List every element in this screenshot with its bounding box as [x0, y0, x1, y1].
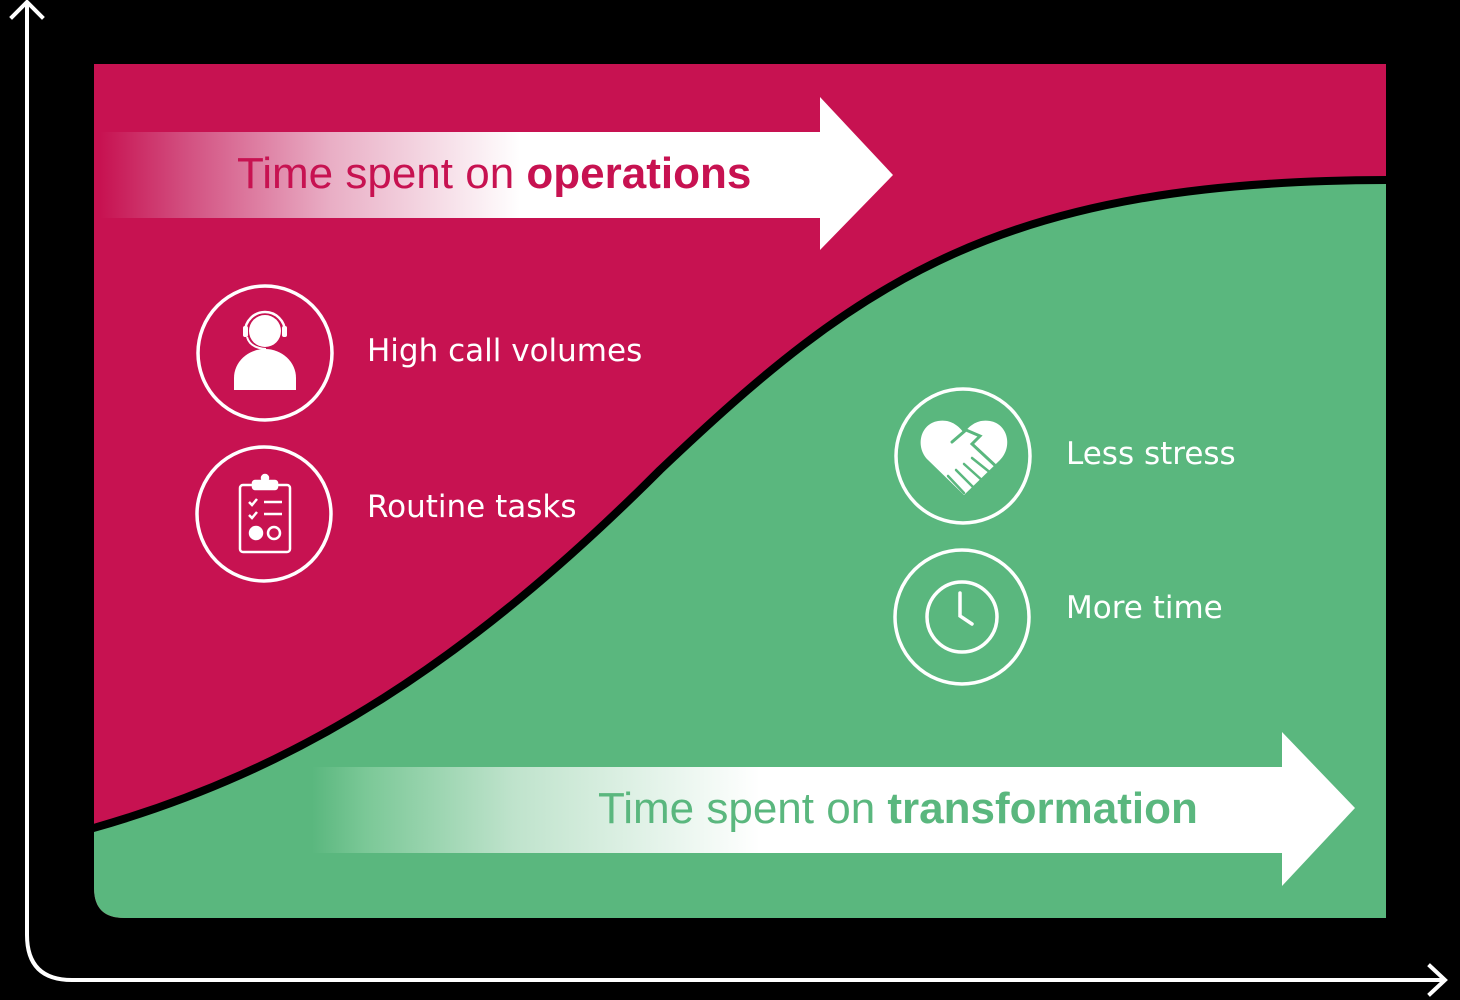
transformation-arrow — [312, 732, 1355, 886]
item-label-more-time: More time — [1066, 590, 1223, 626]
item-label-high-call-volumes: High call volumes — [367, 333, 643, 369]
item-label-routine-tasks: Routine tasks — [367, 489, 577, 525]
transformation-label-prefix: Time spent on — [598, 784, 888, 833]
item-label-less-stress: Less stress — [1066, 436, 1236, 472]
transformation-arrow-label: Time spent on transformation — [598, 787, 1198, 831]
operations-label-prefix: Time spent on — [237, 149, 527, 198]
operations-arrow — [100, 97, 893, 250]
y-axis-line — [25, 4, 1444, 982]
divider-curve — [94, 176, 1386, 833]
icon-circles — [195, 284, 1032, 686]
operations-arrow-label: Time spent on operations — [237, 152, 751, 196]
x-axis-arrowhead-icon — [1427, 963, 1448, 997]
transformation-area — [94, 183, 1386, 918]
headset-agent-icon — [234, 310, 296, 390]
transformation-label-emphasis: transformation — [887, 784, 1198, 833]
operations-label-emphasis: operations — [526, 149, 752, 198]
heart-handshake-icon — [920, 420, 1008, 495]
y-axis-arrowhead-icon — [9, 0, 45, 20]
axes — [9, 0, 1448, 997]
clock-icon — [925, 580, 999, 654]
clipboard-checklist-icon — [238, 473, 292, 554]
